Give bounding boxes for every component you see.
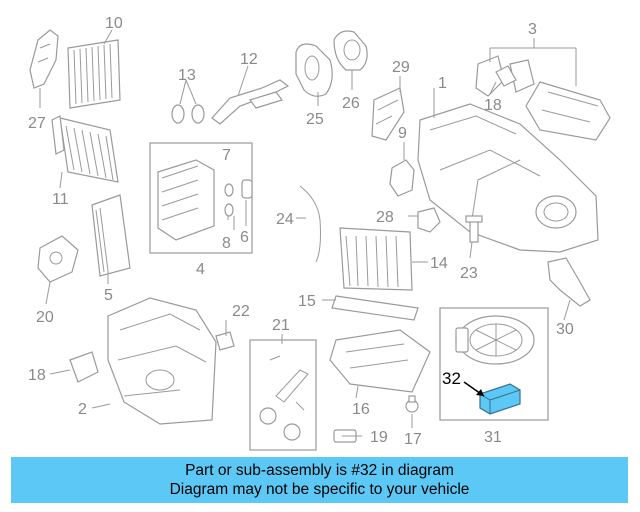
part-13-drawing <box>171 104 205 124</box>
part-1-drawing <box>417 103 599 253</box>
part-20-drawing <box>37 235 79 283</box>
callout-5: 5 <box>104 287 113 304</box>
callout-14: 14 <box>430 255 448 272</box>
callout-24: 24 <box>276 211 294 228</box>
part-14-drawing <box>339 227 413 291</box>
part-29-drawing <box>371 87 405 141</box>
callout-19: 19 <box>370 429 388 446</box>
callout-32: 32 <box>442 369 461 388</box>
part-30-drawing <box>547 257 591 307</box>
part-5-drawing <box>91 194 131 277</box>
parts-diagram: 10 27 11 5 20 13 12 25 26 29 9 1 3 18 7 … <box>28 15 611 451</box>
callout-29: 29 <box>392 59 410 76</box>
callout-9: 9 <box>398 125 407 142</box>
callout-18-top: 18 <box>484 97 502 114</box>
part-2-drawing <box>107 297 217 425</box>
callout-26: 26 <box>342 95 360 112</box>
callout-1: 1 <box>438 75 447 92</box>
frame-part-4 <box>149 142 253 254</box>
callout-25: 25 <box>306 111 324 128</box>
part-26-drawing <box>333 30 368 71</box>
part-27-drawing <box>29 29 59 89</box>
part-16-drawing <box>329 329 431 393</box>
part-28-drawing <box>417 207 441 233</box>
callout-18-left: 18 <box>28 367 46 384</box>
part-9-drawing <box>389 159 415 197</box>
callout-20: 20 <box>36 309 54 326</box>
part-18-top-drawing <box>495 65 517 87</box>
callout-2: 2 <box>78 401 87 418</box>
callout-15: 15 <box>298 293 316 310</box>
callout-3: 3 <box>528 21 537 38</box>
callout-28: 28 <box>376 209 394 226</box>
callout-21: 21 <box>272 317 290 334</box>
callout-31: 31 <box>484 429 502 446</box>
frame-part-31 <box>439 307 549 421</box>
callout-8: 8 <box>222 235 231 252</box>
part-3-drawing <box>475 55 611 141</box>
part-31-drawing <box>455 315 535 365</box>
part-15-drawing <box>331 295 419 321</box>
part-23-drawing <box>465 215 483 243</box>
callout-27: 27 <box>28 115 46 132</box>
callout-12: 12 <box>240 51 258 68</box>
callout-30: 30 <box>556 321 574 338</box>
part-21-contents-drawing <box>259 355 309 441</box>
callout-4: 4 <box>196 261 205 278</box>
part-12-drawing <box>211 79 290 125</box>
info-banner: Part or sub-assembly is #32 in diagram D… <box>11 457 628 503</box>
callout-7: 7 <box>222 147 231 164</box>
callout-13: 13 <box>178 67 196 84</box>
part-11-drawing <box>51 115 119 183</box>
leader-lines <box>39 29 577 437</box>
frame-part-21 <box>249 339 317 451</box>
callout-10: 10 <box>105 15 123 32</box>
part-32-highlighted-drawing <box>479 383 521 415</box>
callout-22: 22 <box>232 303 250 320</box>
part-4-contents-drawing <box>157 159 253 241</box>
part-10-drawing <box>67 39 121 109</box>
callout-16: 16 <box>352 401 370 418</box>
part-22-drawing <box>215 331 235 351</box>
callout-23: 23 <box>460 265 478 282</box>
banner-line-2: Diagram may not be specific to your vehi… <box>169 481 470 498</box>
part-18-left-drawing <box>69 351 99 383</box>
part-17-drawing <box>405 395 419 413</box>
callout-6: 6 <box>240 229 249 246</box>
callout-17: 17 <box>404 431 422 448</box>
part-24-drawing <box>299 185 321 263</box>
part-25-drawing <box>295 43 333 97</box>
banner-line-1: Part or sub-assembly is #32 in diagram <box>185 462 454 479</box>
callout-11: 11 <box>52 191 69 208</box>
